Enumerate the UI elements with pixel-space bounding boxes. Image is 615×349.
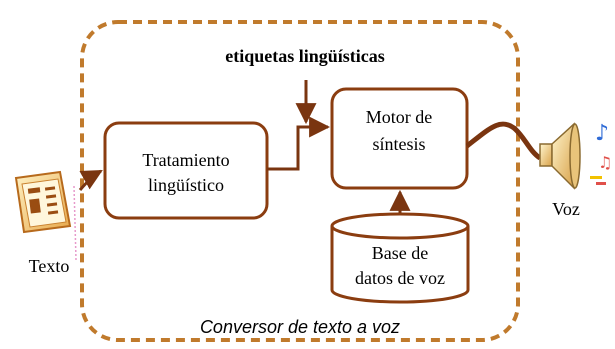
arrow-engine-to-voice [465, 121, 542, 161]
voice-database-node: Base de datos de voz [330, 212, 470, 304]
synthesis-engine-node: Motor de síntesis [330, 87, 469, 190]
linguistic-processing-node: Tratamiento lingüístico [103, 121, 269, 220]
svg-text:♫: ♫ [598, 153, 612, 172]
linguistic-tags-label: etiquetas lingüísticas [225, 46, 385, 66]
converter-caption: Conversor de texto a voz [200, 317, 400, 337]
music-notes-icon: ♪ ♫ [590, 121, 612, 185]
arrow-processing-to-engine [267, 116, 331, 171]
linguistic-processing-line2: lingüístico [148, 175, 224, 195]
text-document-icon [14, 170, 77, 261]
voice-database-line2: datos de voz [355, 268, 445, 288]
arrow-input-to-processing [78, 169, 103, 191]
linguistic-processing-line1: Tratamiento [142, 150, 229, 170]
synthesis-engine-line2: síntesis [372, 134, 425, 154]
speaker-icon [539, 122, 581, 190]
input-text-label: Texto [29, 256, 70, 276]
voice-database-line1: Base de [372, 243, 428, 263]
synthesis-engine-line1: Motor de [366, 107, 433, 127]
svg-text:♪: ♪ [595, 121, 609, 146]
voice-output-label: Voz [552, 199, 580, 219]
